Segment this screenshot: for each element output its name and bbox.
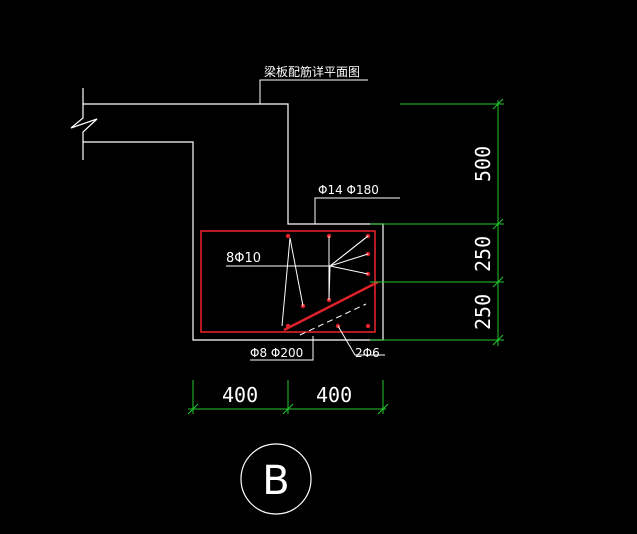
rebar-leaders xyxy=(226,197,400,361)
side-bar-label: 8Φ10 xyxy=(226,251,261,266)
vertical-dimension xyxy=(370,98,504,346)
section-mark-letter: B xyxy=(262,458,289,504)
dimension-height-bottom: 250 xyxy=(471,294,495,330)
stirrup-label: Φ8 Φ200 xyxy=(250,346,303,360)
section-note-leader xyxy=(259,79,368,104)
horizontal-dimension xyxy=(187,380,389,415)
break-line-symbol xyxy=(70,88,98,160)
top-bar-label: Φ14 Φ180 xyxy=(318,183,379,197)
bottom-bar-label: 2Φ6 xyxy=(355,346,380,360)
dimension-width-right: 400 xyxy=(316,383,352,407)
dimension-width-left: 400 xyxy=(222,383,258,407)
dimension-height-top: 500 xyxy=(471,146,495,182)
section-note-label: 梁板配筋详平面图 xyxy=(264,64,360,79)
rebar-dot xyxy=(285,323,291,329)
rebar-dot xyxy=(365,323,371,329)
section-mark-circle xyxy=(240,443,312,515)
rebar-dot xyxy=(285,233,291,239)
dimension-height-middle: 250 xyxy=(471,236,495,272)
diagonal-bar xyxy=(283,280,379,332)
slab-top-edge xyxy=(83,103,384,341)
stirrup-outline xyxy=(200,230,376,333)
dashed-bar xyxy=(299,303,367,336)
